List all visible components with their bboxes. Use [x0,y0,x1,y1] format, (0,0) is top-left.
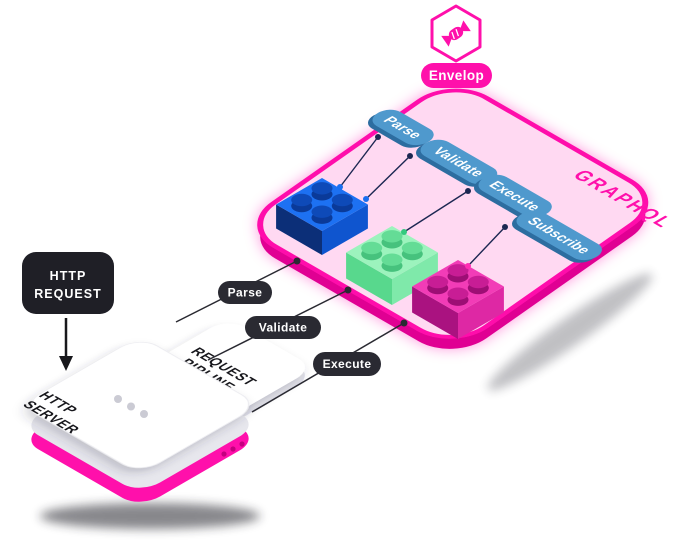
card-background [22,252,114,314]
request-arrow-icon [59,318,73,371]
server-led-dots [221,441,245,457]
pipeline-dot [400,319,408,327]
brick-left-face [276,204,322,255]
candy-glyph [441,20,471,47]
connector-dot-blue [363,196,369,202]
connector-line [365,155,411,200]
brick-left-face [346,252,392,305]
http-request-card: HTTP REQUEST [22,252,114,314]
connector-dot [465,188,471,194]
server-vent-dots [114,395,148,418]
server-top-face [30,341,250,469]
card-label-line1: HTTP [50,269,87,283]
card-label-line2: REQUEST [34,287,101,301]
brick-right-face [322,204,368,255]
connector-line [403,190,469,233]
connector-dot-green [401,229,407,235]
pipeline-step-execute: Execute [313,352,381,376]
brick-studs [361,230,423,272]
step-label: Execute [323,357,372,371]
pipeline-step-validate: Validate [245,316,321,339]
step-label: Validate [259,321,308,335]
connector-line [467,226,506,267]
brick-right-face [392,252,438,305]
tag-face [516,210,602,261]
pipeline-step-parse: Parse [218,281,272,304]
connector-dot [407,153,413,159]
connector-line [339,136,379,188]
hook-connector-dots [337,134,508,269]
connector-dot [375,134,381,140]
tag-face [478,174,552,218]
candy-hexagon-icon [430,4,482,63]
envelop-badge: Envelop [421,63,492,88]
brick-right-face [458,286,504,339]
badge-background [421,63,492,88]
pipeline-dot [293,257,301,265]
step-pill [245,316,321,339]
tag-face [420,139,498,185]
step-pill [313,352,381,376]
step-label: Parse [228,286,263,300]
pipeline-dot [344,286,352,294]
connector-dot-blue [337,184,343,190]
envelop-ground-shadow [487,273,653,391]
connector-dot [502,224,508,230]
hook-connectors [339,136,506,267]
brick-studs [291,182,353,224]
step-pill [218,281,272,304]
brick-left-face [412,286,458,339]
http-server-box: HTTP SERVER [19,341,250,502]
badge-label: Envelop [429,68,484,83]
pipeline-line-dots [293,257,408,327]
tag-face [372,109,434,146]
brick-studs [427,264,489,306]
connector-dot-pink [465,263,471,269]
server-ground-shadow [40,503,260,529]
